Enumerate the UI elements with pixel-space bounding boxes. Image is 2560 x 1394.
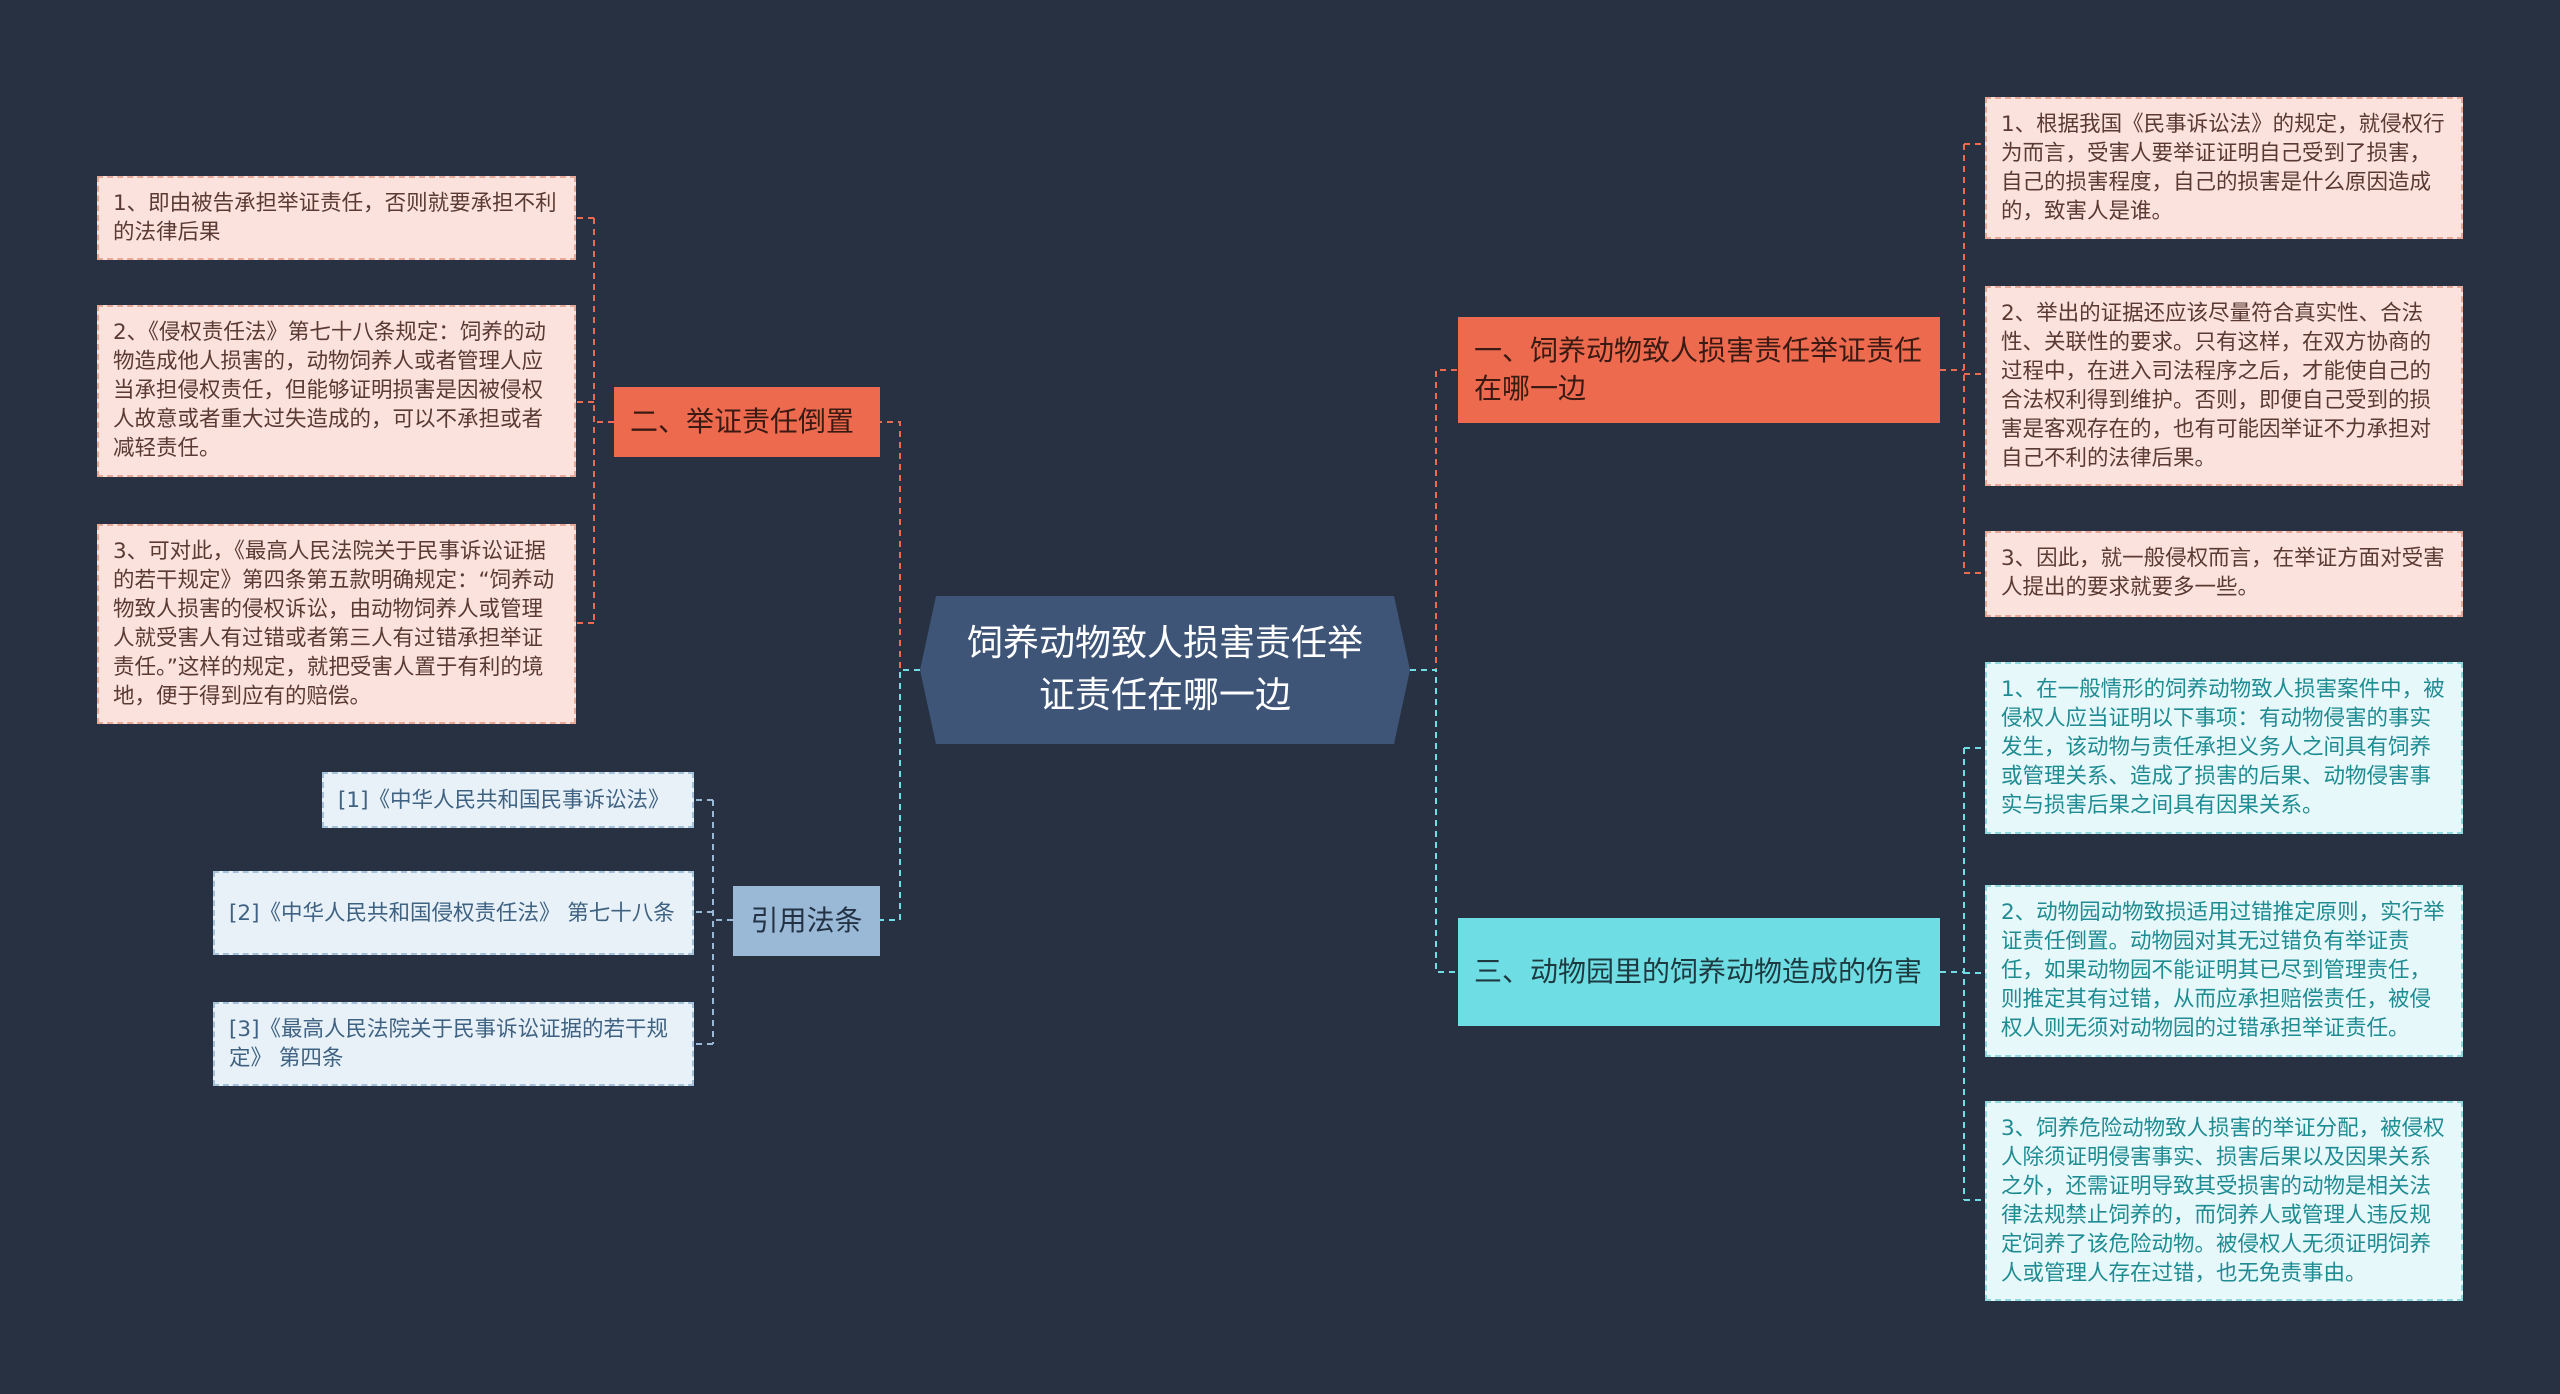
leaf-b2-1-text: 1、即由被告承担举证责任，否则就要承担不利的法律后果 [113,191,557,245]
branch-b1-label: 一、饲养动物致人损害责任举证责任在哪一边 [1474,334,1923,405]
branch-b3[interactable]: 三、动物园里的饲养动物造成的伤害 [1458,918,1940,1026]
branch-b1[interactable]: 一、饲养动物致人损害责任举证责任在哪一边 [1458,317,1940,423]
leaf-b2-2[interactable]: 2、《侵权责任法》第七十八条规定：饲养的动物造成他人损害的，动物饲养人或者管理人… [97,305,576,477]
branch-b2[interactable]: 二、举证责任倒置 [614,387,880,457]
leaf-b3-3-text: 3、饲养危险动物致人损害的举证分配，被侵权人除须证明侵害事实、损害后果以及因果关… [2001,1116,2445,1286]
leaf-b3-1[interactable]: 1、在一般情形的饲养动物致人损害案件中，被侵权人应当证明以下事项：有动物侵害的事… [1985,662,2463,834]
leaf-b3-3[interactable]: 3、饲养危险动物致人损害的举证分配，被侵权人除须证明侵害事实、损害后果以及因果关… [1985,1101,2463,1301]
leaf-b4-1[interactable]: [1]《中华人民共和国民事诉讼法》 [322,772,694,828]
branch-b3-label: 三、动物园里的饲养动物造成的伤害 [1474,955,1923,988]
leaf-b1-1-text: 1、根据我国《民事诉讼法》的规定，就侵权行为而言，受害人要举证证明自己受到了损害… [2001,112,2445,224]
leaf-b3-1-text: 1、在一般情形的饲养动物致人损害案件中，被侵权人应当证明以下事项：有动物侵害的事… [2001,677,2445,818]
leaf-b4-2-text: [2]《中华人民共和国侵权责任法》 第七十八条 [229,900,675,926]
leaf-b4-3[interactable]: [3]《最高人民法院关于民事诉讼证据的若干规定》 第四条 [213,1002,694,1086]
leaf-b4-3-text: [3]《最高人民法院关于民事诉讼证据的若干规定》 第四条 [229,1017,668,1071]
leaf-b4-1-text: [1]《中华人民共和国民事诉讼法》 [338,787,670,813]
connector-b3-leaves [1940,747,1985,1201]
leaf-b4-2[interactable]: [2]《中华人民共和国侵权责任法》 第七十八条 [213,871,694,955]
leaf-b1-3[interactable]: 3、因此，就一般侵权而言，在举证方面对受害人提出的要求就要多一些。 [1985,531,2463,617]
leaf-b2-3[interactable]: 3、可对此，《最高人民法院关于民事诉讼证据的若干规定》第四条第五款明确规定：“饲… [97,524,576,724]
leaf-b1-2-text: 2、举出的证据还应该尽量符合真实性、合法性、关联性的要求。只有这样，在双方协商的… [2001,301,2432,471]
connector-center-b3 [1410,669,1458,973]
connector-b4-leaves [694,799,733,1045]
connector-b1-leaves [1940,143,1985,574]
connector-center-b2 [880,421,920,671]
leaf-b1-3-text: 3、因此，就一般侵权而言，在举证方面对受害人提出的要求就要多一些。 [2001,546,2445,600]
leaf-b3-2-text: 2、动物园动物致损适用过错推定原则，实行举证责任倒置。动物园对其无过错负有举证责… [2001,900,2445,1041]
leaf-b1-2[interactable]: 2、举出的证据还应该尽量符合真实性、合法性、关联性的要求。只有这样，在双方协商的… [1985,286,2463,486]
leaf-b1-1[interactable]: 1、根据我国《民事诉讼法》的规定，就侵权行为而言，受害人要举证证明自己受到了损害… [1985,97,2463,239]
connector-center-b4 [880,669,920,921]
connector-center-b1 [1410,369,1458,671]
central-topic-label: 饲养动物致人损害责任举证责任在哪一边 [966,623,1363,716]
connector-b2-leaves [576,217,614,624]
leaf-b3-2[interactable]: 2、动物园动物致损适用过错推定原则，实行举证责任倒置。动物园对其无过错负有举证责… [1985,885,2463,1057]
branch-b2-label: 二、举证责任倒置 [630,405,855,438]
central-topic[interactable]: 饲养动物致人损害责任举证责任在哪一边 [920,596,1410,744]
leaf-b2-3-text: 3、可对此，《最高人民法院关于民事诉讼证据的若干规定》第四条第五款明确规定：“饲… [113,539,555,709]
branch-b4-label: 引用法条 [750,904,863,937]
leaf-b2-1[interactable]: 1、即由被告承担举证责任，否则就要承担不利的法律后果 [97,176,576,260]
branch-b4[interactable]: 引用法条 [733,886,880,956]
leaf-b2-2-text: 2、《侵权责任法》第七十八条规定：饲养的动物造成他人损害的，动物饲养人或者管理人… [113,320,546,461]
